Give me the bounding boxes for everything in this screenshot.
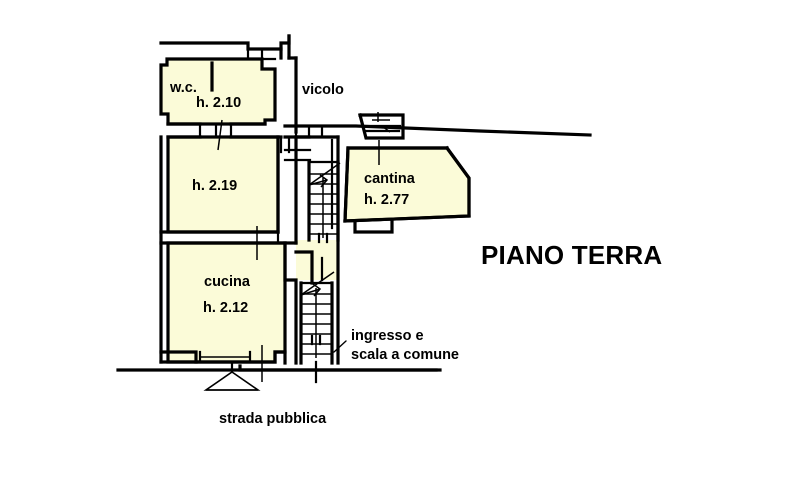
wall-219-cucina [159,230,298,245]
wall-cucina-right [283,241,298,365]
entry-direction-marker [203,371,261,391]
label-219-height: h. 2.19 [192,178,237,194]
wall-right-upper-chase-2 [279,47,298,60]
door-wc-jambs [198,122,233,139]
wall-cantina-left [343,146,350,223]
label-cantina-name: cantina [364,171,416,187]
stair-lower [299,271,335,365]
label-wc-name: w.c. [169,80,197,96]
wall-cucina-bottom [159,350,287,365]
opening-stair-lower-top [310,256,324,282]
wall-wc-bottom-run [166,122,283,139]
wall-detail-top-block [246,47,277,61]
cantina-bottom-projection [353,218,394,234]
stair-upper [307,160,341,244]
opening-marks-corridor2 [279,135,291,154]
leader-ingresso [333,340,347,353]
label-cantina-height: h. 2.77 [364,192,409,208]
label-vicolo: vicolo [302,82,344,98]
label-ingresso-line1: ingresso e [351,328,424,344]
label-strada-pubblica: strada pubblica [219,411,327,427]
wall-top-boundary [159,34,291,51]
wall-right-upper-chase [287,34,298,134]
cantina-entry-steps [358,112,405,140]
wall-head-detail [294,124,324,139]
landing-fill-lower [296,252,338,280]
label-cucina-name: cucina [204,274,251,290]
room-shape-wc [159,57,277,126]
wall-vicolo-street [283,124,592,137]
page-title: PIANO TERRA [481,240,662,270]
wall-cantina-right [444,145,471,218]
landing-fill-upper [296,240,338,252]
label-wc-height: h. 2.10 [196,95,241,111]
label-ingresso-line2: scala a comune [351,347,459,363]
label-cucina-height: h. 2.12 [203,300,248,316]
window-cucina-bottom2 [198,350,252,364]
tick-ground-line [230,360,318,384]
wall-cantina-bottom [343,214,471,223]
door-swing-wc [217,119,223,151]
